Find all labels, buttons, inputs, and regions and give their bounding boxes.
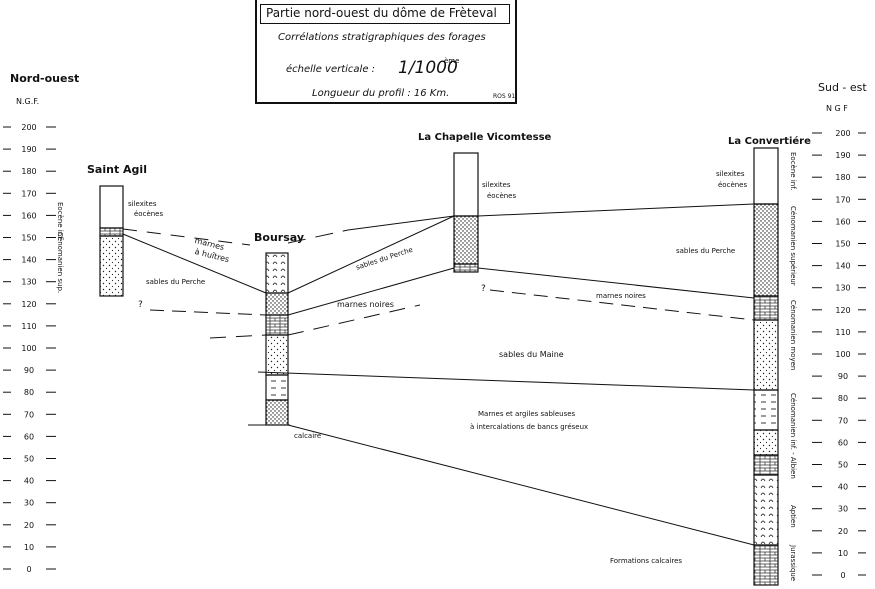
axis-tick-label: 70 [24, 410, 34, 419]
right-axis-title: Sud - est [818, 81, 867, 94]
boursay-calcaire-label: calcaire [294, 432, 322, 440]
la-chapelle-note-2: éocènes [487, 192, 517, 200]
la-converterie-note-1: silexites [716, 170, 745, 178]
title-block [255, 0, 517, 104]
axis-tick-label: 150 [21, 234, 36, 243]
formation-marnes-argiles-1: Marnes et argiles sableuses [478, 410, 576, 418]
converterie-label-eocene: Eocène inf. [789, 152, 797, 191]
axis-tick-label: 180 [21, 167, 36, 176]
correlation-lines [122, 203, 755, 546]
converterie-label-jurassique: Jurassique [789, 545, 797, 582]
right-axis-unit: N G F [826, 104, 848, 113]
right-axis: 2001901801701601501401301201101009080706… [812, 129, 866, 580]
axis-tick-label: 120 [835, 306, 850, 315]
title-main: Partie nord-ouest du dôme de Frèteval [266, 6, 497, 20]
converterie-label-cenomanien-inf: Cénomanien inf. - Albien [789, 393, 797, 479]
well-name-la-converterie: La Convertiére [728, 136, 811, 147]
title-inner-box [260, 4, 510, 24]
axis-tick-label: 200 [21, 123, 36, 132]
axis-tick-label: 10 [838, 549, 848, 558]
axis-tick-label: 100 [835, 350, 850, 359]
axis-tick-label: 90 [24, 366, 34, 375]
formation-sables-perche-right: sables du Perche [676, 247, 736, 255]
converterie-label-aptien: Aptien [789, 505, 797, 528]
left-axis-unit: N.G.F. [16, 97, 40, 106]
axis-tick-label: 130 [21, 278, 36, 287]
formation-marnes-noires-right: marnes noires [596, 292, 646, 300]
formation-sables-perche-left: sables du Perche [146, 278, 206, 286]
well-name-saint-agil: Saint Agil [87, 163, 147, 176]
scale-exponent: ème [444, 57, 460, 65]
well-boursay [265, 252, 289, 426]
axis-tick-label: 170 [21, 189, 36, 198]
axis-tick-label: 110 [835, 328, 850, 337]
axis-tick-label: 30 [838, 505, 848, 514]
saint-agil-cenomanien-label: Cénomanien sup. [56, 232, 64, 294]
axis-tick-label: 90 [838, 372, 848, 381]
well-name-la-chapelle: La Chapelle Vicomtesse [418, 132, 552, 143]
well-la-converterie [753, 147, 779, 586]
axis-tick-label: 170 [835, 195, 850, 204]
profile-length: Longueur du profil : 16 Km. [312, 88, 450, 99]
left-axis: 2001901801701601501401301201101009080706… [3, 123, 56, 574]
saint-agil-note-1: silexites [128, 200, 157, 208]
axis-tick-label: 20 [838, 527, 848, 536]
axis-tick-label: 0 [840, 571, 845, 580]
scale-value: 1/1000 [398, 58, 458, 78]
axis-tick-label: 10 [24, 543, 34, 552]
axis-tick-label: 140 [835, 262, 850, 271]
axis-tick-label: 50 [838, 461, 848, 470]
axis-tick-label: 130 [835, 284, 850, 293]
formation-sables-maine: sables du Maine [499, 350, 564, 359]
axis-tick-label: 100 [21, 344, 36, 353]
axis-tick-label: 160 [835, 217, 850, 226]
axis-tick-label: 70 [838, 416, 848, 425]
axis-tick-label: 80 [24, 388, 34, 397]
axis-tick-label: 160 [21, 211, 36, 220]
axis-tick-label: 60 [24, 432, 34, 441]
axis-tick-label: 120 [21, 300, 36, 309]
axis-tick-label: 110 [21, 322, 36, 331]
axis-tick-label: 200 [835, 129, 850, 138]
axis-tick-label: 50 [24, 455, 34, 464]
axis-tick-label: 190 [21, 145, 36, 154]
scale-label: échelle verticale : [286, 64, 376, 75]
axis-tick-label: 40 [24, 477, 34, 486]
axis-tick-label: 0 [26, 565, 31, 574]
la-chapelle-note-1: silexites [482, 181, 511, 189]
reference-code: ROS 91 [493, 93, 516, 100]
converterie-label-cenomanien-moyen: Cénomanien moyen [789, 300, 797, 371]
formation-marnes-argiles-2: à intercalations de bancs gréseux [470, 423, 589, 431]
la-converterie-note-2: éocènes [718, 181, 748, 189]
well-saint-agil [99, 185, 124, 297]
axis-tick-label: 30 [24, 499, 34, 508]
axis-tick-label: 60 [838, 438, 848, 447]
question-mark-left: ? [138, 300, 143, 310]
formation-calcaires: Formations calcaires [610, 557, 683, 565]
question-mark-right: ? [481, 284, 486, 294]
axis-tick-label: 40 [838, 483, 848, 492]
axis-tick-label: 150 [835, 240, 850, 249]
axis-tick-label: 180 [835, 173, 850, 182]
left-axis-title: Nord-ouest [10, 72, 80, 85]
converterie-label-cenomanien-sup: Cénomanien supérieur [789, 206, 797, 286]
axis-tick-label: 80 [838, 394, 848, 403]
well-name-boursay: Boursay [254, 231, 304, 244]
axis-tick-label: 140 [21, 256, 36, 265]
well-la-chapelle [453, 152, 479, 273]
formation-marnes-noires-left: marnes noires [337, 300, 394, 309]
axis-tick-label: 190 [835, 151, 850, 160]
saint-agil-note-2: éocènes [134, 210, 164, 218]
title-subtitle: Corrélations stratigraphiques des forage… [278, 32, 486, 43]
axis-tick-label: 20 [24, 521, 34, 530]
